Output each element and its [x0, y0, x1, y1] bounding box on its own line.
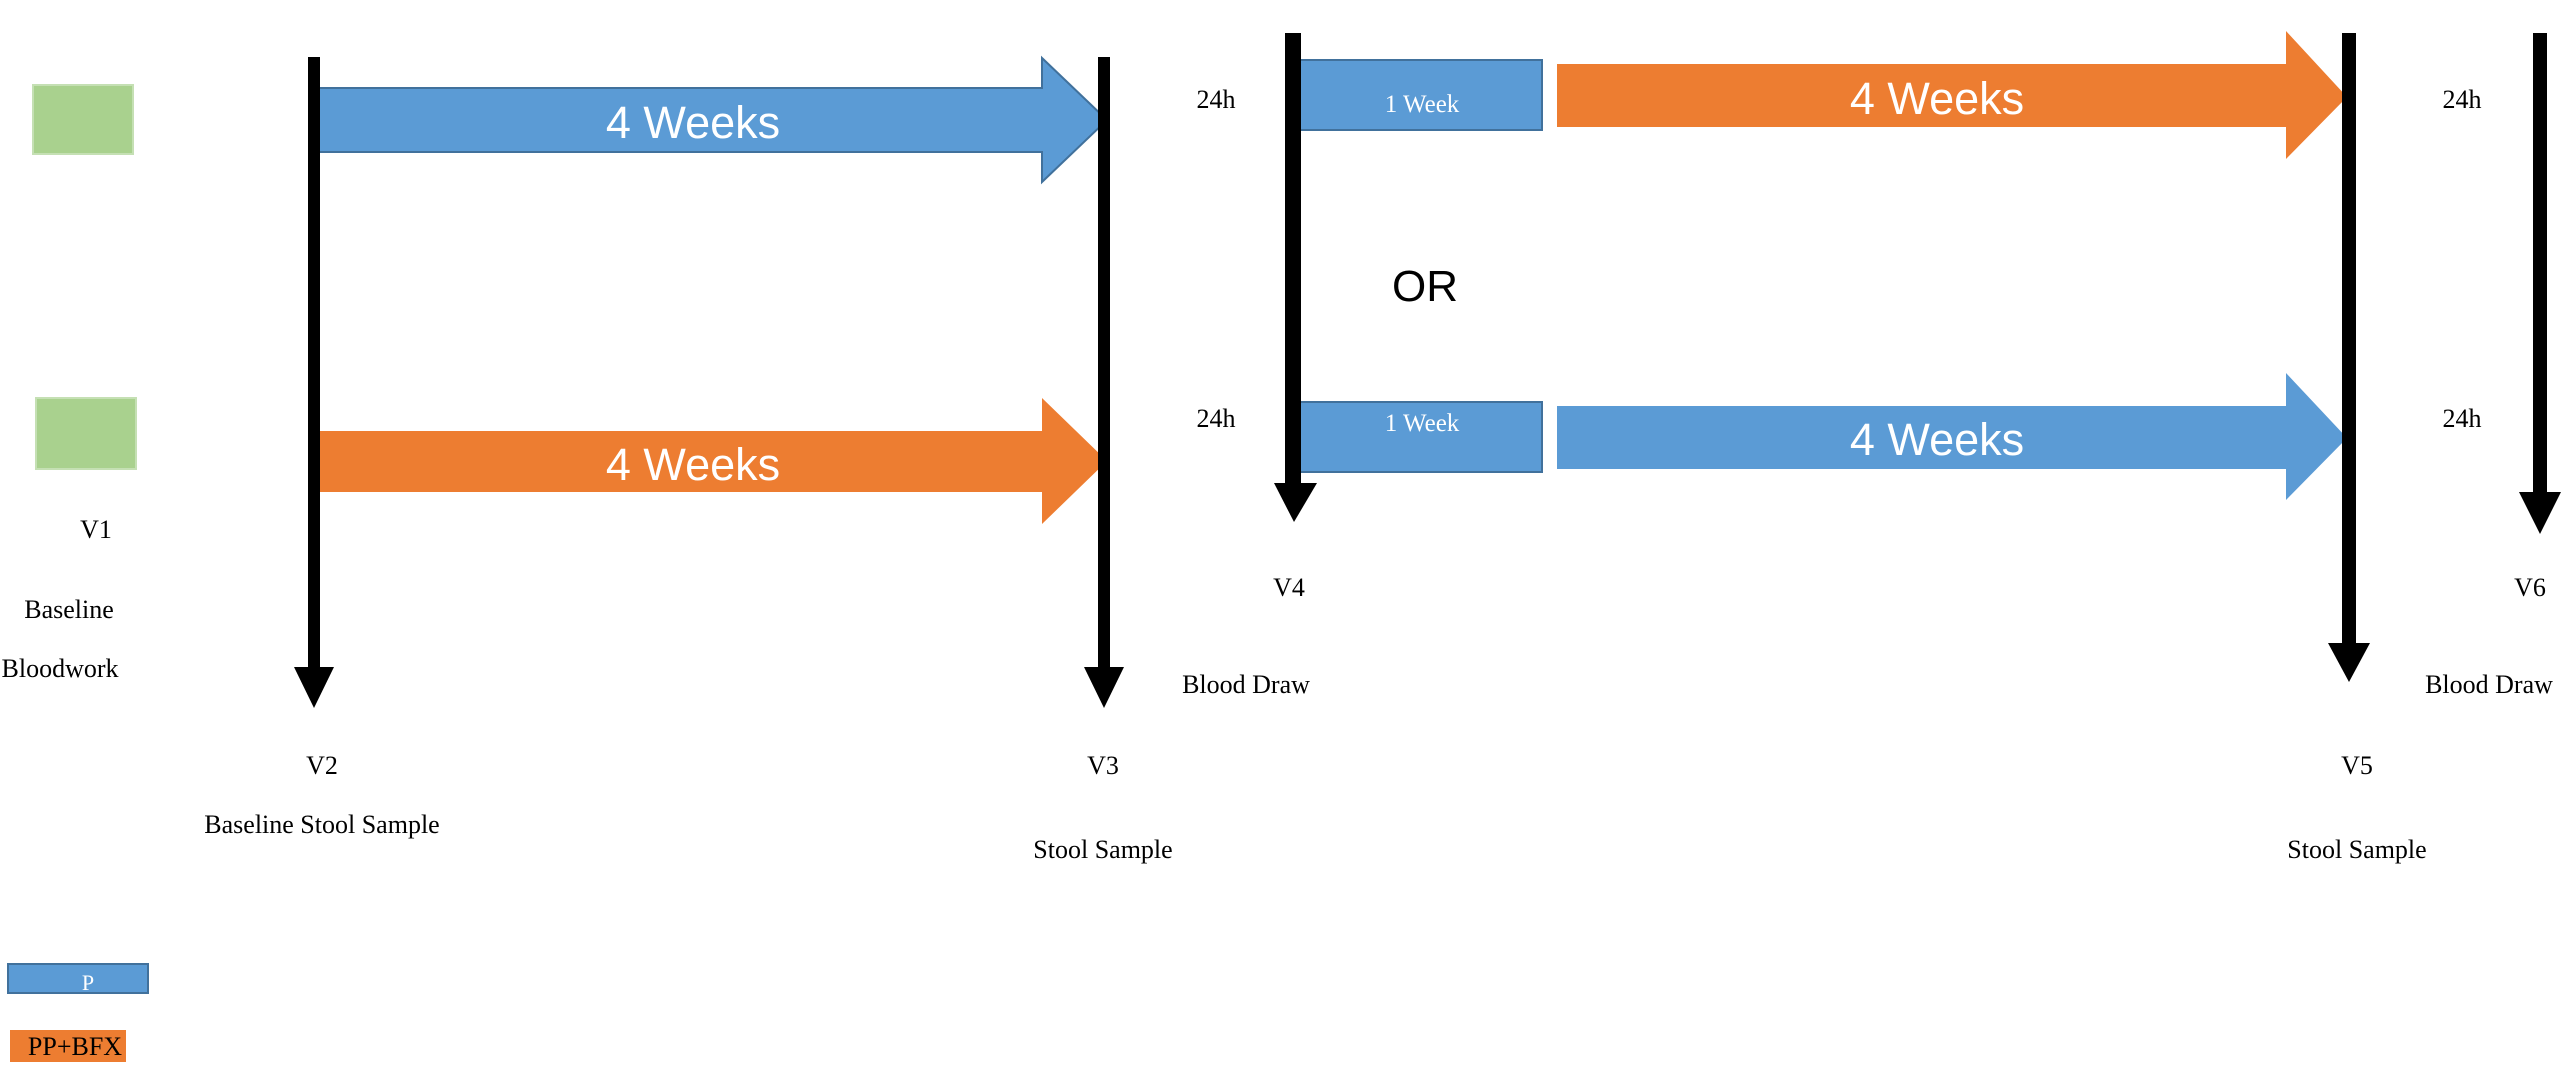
arm1-orange-4weeks-arrow	[1557, 31, 2347, 159]
timeline-arrow-v5	[2328, 33, 2370, 682]
arm2-washout-box	[1295, 401, 1543, 473]
timeline-arrow-v6	[2519, 33, 2561, 534]
arm1-blue-4weeks-arrow	[315, 55, 1109, 185]
timeline-arrow-v3	[1084, 57, 1124, 708]
baseline-stool-sample-label: Baseline Stool Sample	[204, 810, 439, 839]
or-label: OR	[1392, 262, 1458, 311]
timeline-arrow-v4	[1274, 33, 1317, 522]
v1-label: V1	[80, 515, 112, 544]
baseline-box-top	[32, 84, 134, 155]
legend-p-label: P	[82, 970, 94, 995]
timeline-arrow-v2	[294, 57, 334, 708]
bloodwork-label: Bloodwork	[2, 654, 119, 683]
v2-label: V2	[306, 751, 338, 780]
v5-label: V5	[2341, 751, 2373, 780]
v4-label: V4	[1273, 573, 1305, 602]
arm2-washout-label: 1 Week	[1385, 410, 1460, 437]
v6-label: V6	[2514, 573, 2546, 602]
blood-draw-v6-label: Blood Draw	[2425, 670, 2553, 699]
24h-label-bottom-v4: 24h	[1197, 404, 1236, 433]
24h-label-bottom-v6: 24h	[2443, 404, 2482, 433]
stool-sample-v3-label: Stool Sample	[1033, 835, 1172, 864]
arm2-orange-4weeks-arrow	[316, 398, 1107, 524]
24h-label-top-v6: 24h	[2443, 85, 2482, 114]
arm1-washout-box	[1295, 59, 1543, 131]
baseline-box-bottom	[35, 397, 137, 470]
blood-draw-v4-label: Blood Draw	[1182, 670, 1310, 699]
legend-ppbfx-swatch	[10, 1030, 126, 1062]
arm2-blue-4weeks-label: 4 Weeks	[1850, 414, 2024, 465]
arm1-orange-4weeks-label: 4 Weeks	[1850, 73, 2024, 124]
v3-label: V3	[1087, 751, 1119, 780]
arm2-orange-4weeks-label: 4 Weeks	[606, 439, 780, 490]
baseline-label: Baseline	[24, 595, 114, 624]
24h-label-top-v4: 24h	[1197, 85, 1236, 114]
arm1-blue-4weeks-label: 4 Weeks	[606, 97, 780, 148]
arm2-blue-4weeks-arrow	[1557, 373, 2347, 500]
legend-ppbfx-label: PP+BFX	[28, 1032, 122, 1061]
stool-sample-v5-label: Stool Sample	[2287, 835, 2426, 864]
arm1-washout-label: 1 Week	[1385, 91, 1460, 118]
legend-p-swatch	[7, 963, 149, 994]
